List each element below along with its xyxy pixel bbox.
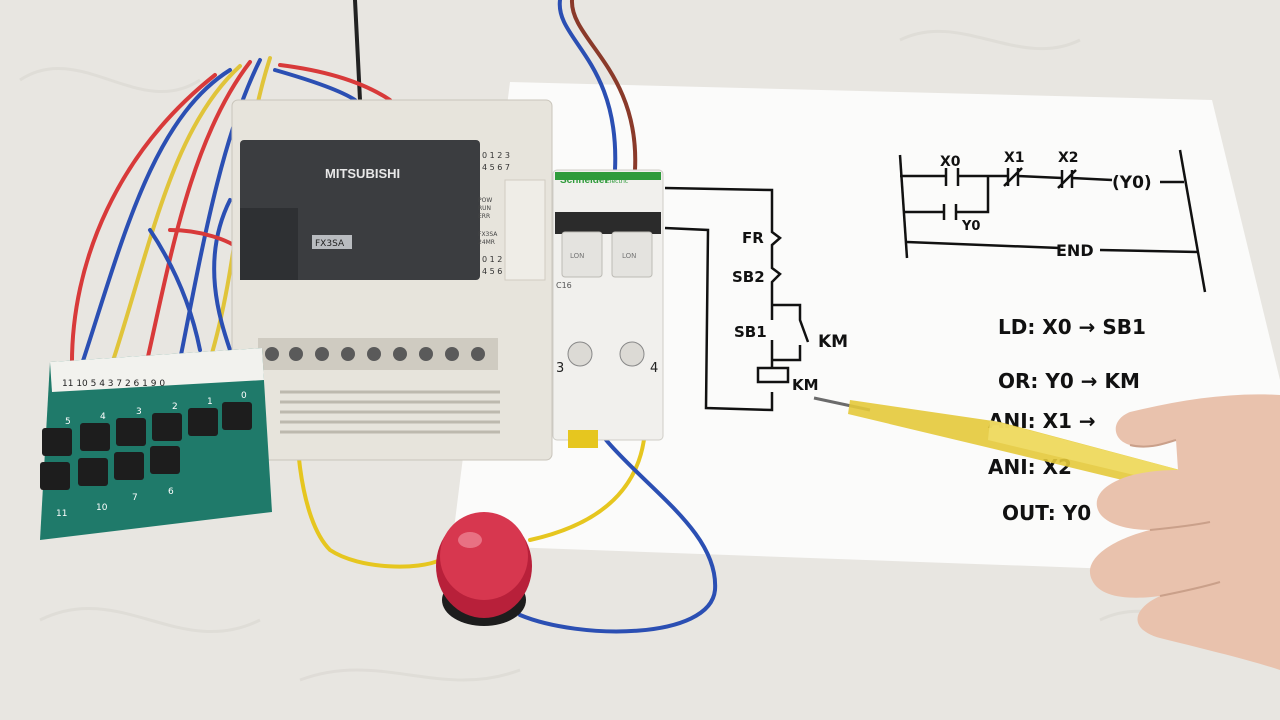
circuit-label-fr: FR [742, 229, 764, 247]
plc-io-bot: 0 1 2 3 [482, 255, 510, 264]
board-label-0: 0 [241, 391, 247, 401]
ladder-diagram [898, 149, 1207, 293]
breaker-screw-right [619, 341, 645, 367]
breaker-terminal-left: 3 [556, 361, 564, 376]
breaker-switch-band [555, 212, 661, 234]
breaker-brand: Schneider [560, 175, 608, 186]
plc-vents [280, 390, 500, 434]
board-top-labels: 11 10 5 4 3 7 2 6 1 9 0 [62, 379, 165, 389]
ladder-coil-y0: (Y0) [1112, 173, 1152, 193]
board-label-6: 6 [168, 487, 174, 497]
plc-terminals [265, 347, 485, 361]
board-pcb [40, 348, 272, 540]
board-label-7: 7 [132, 493, 138, 503]
ladder-end: END [1056, 241, 1094, 260]
breaker-yellow-tab [568, 430, 598, 448]
board-label-2: 2 [172, 402, 178, 412]
board-label-10: 10 [96, 503, 108, 513]
board-label-4: 4 [100, 412, 106, 422]
breaker-screw-left [567, 341, 593, 367]
ladder-parallel-y0: Y0 [961, 219, 980, 234]
plc-front-panel [240, 140, 480, 280]
board-label-strip [50, 348, 264, 392]
instruction-line-5: OUT: Y0 [1002, 501, 1091, 525]
board-label-5: 5 [65, 417, 71, 427]
circuit-label-sb2: SB2 [732, 268, 765, 286]
board-label-3: 3 [136, 407, 142, 417]
breaker-terminal-right: 4 [650, 361, 658, 376]
plc-model-plate [312, 235, 352, 249]
instruction-line-1: LD: X0 → SB1 [998, 315, 1146, 339]
wires [69, 0, 718, 634]
circuit-label-km-coil: KM [792, 376, 819, 394]
circuit-label-sb1: SB1 [734, 323, 767, 341]
plc-led-run: RUN [478, 205, 491, 212]
board-label-11: 11 [56, 509, 67, 519]
plc-led-pow: POW [478, 197, 492, 204]
breaker-switch-right[interactable] [611, 231, 653, 278]
breaker-case [552, 169, 664, 441]
button-board: 11 10 5 4 3 7 2 6 1 9 0 5 4 3 2 1 0 11 1… [40, 348, 272, 540]
plc-io-bot2: 4 5 6 7 [482, 267, 510, 276]
red-indicator-lamp [436, 512, 532, 626]
board-label-1: 1 [207, 397, 213, 407]
breaker-sub: Electric [606, 178, 628, 185]
breaker-switch-label-left: LON [570, 252, 584, 260]
plc-io-top: 0 1 2 3 [482, 151, 510, 160]
plc-unit: MITSUBISHI FX3SA 0 1 2 3 4 5 6 7 POW RUN… [231, 99, 553, 461]
plc-brand: MITSUBISHI [325, 166, 400, 181]
plc-side-panel [504, 179, 546, 281]
circuit-breaker: Schneider Electric LON LON C16 3 4 [552, 169, 664, 448]
plc-io-top2: 4 5 6 7 [482, 163, 510, 172]
breaker-rating: C16 [556, 281, 572, 290]
breaker-switch-label-right: LON [622, 252, 636, 260]
breaker-switch-left[interactable] [561, 231, 603, 278]
ladder-contact-x2: X2 [1058, 150, 1079, 166]
plc-model-sub: 24MR [478, 239, 495, 246]
hand-drawn-circuit [664, 186, 810, 412]
ladder-contact-x1: X1 [1004, 150, 1025, 166]
breaker-accent [555, 172, 661, 180]
plc-left-cover [240, 208, 298, 280]
plc-model: FX3SA [315, 239, 345, 249]
circuit-label-km-contact: KM [818, 332, 848, 352]
ladder-contact-x0: X0 [940, 154, 961, 170]
hand [1089, 394, 1280, 670]
instruction-line-2: OR: Y0 → KM [998, 369, 1140, 393]
board-buttons[interactable] [40, 402, 252, 490]
plc-model-side: FX3SA [478, 231, 498, 238]
plc-led-err: ERR [478, 213, 490, 220]
